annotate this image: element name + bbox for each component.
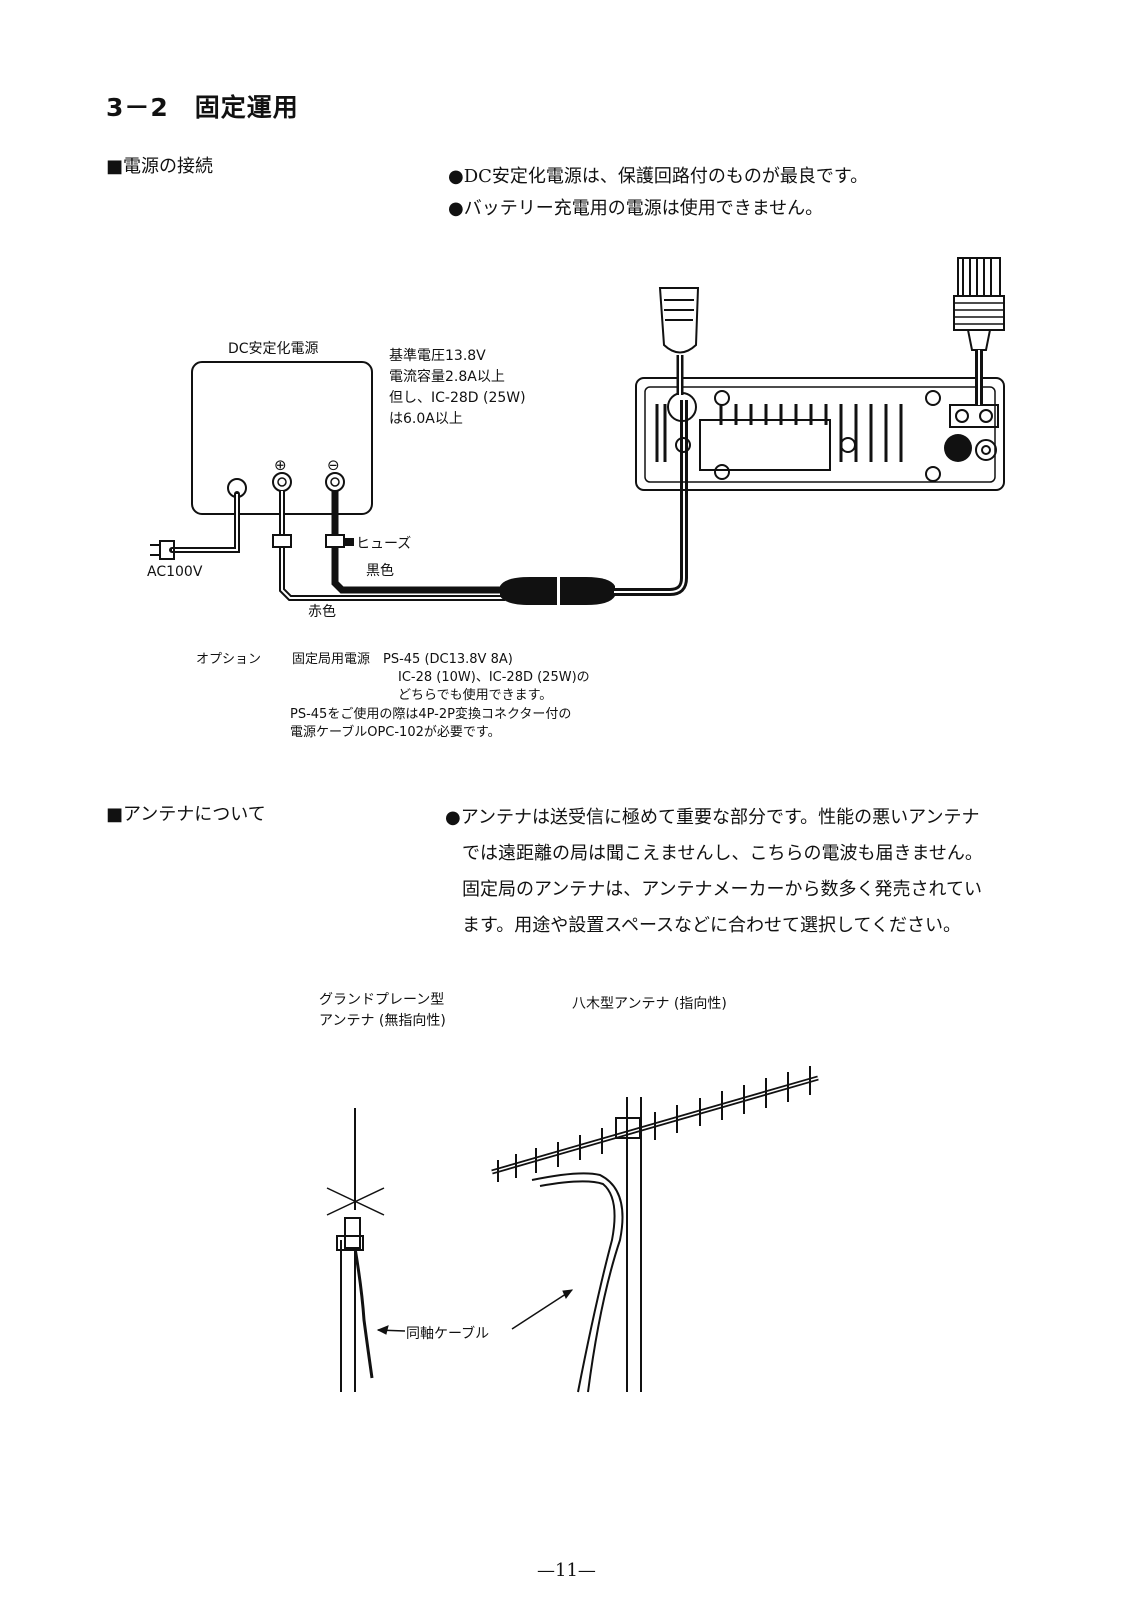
yagi-antenna — [376, 1066, 819, 1393]
antenna-section-label: ■アンテナについて — [106, 804, 266, 825]
antenna-line-1: ●アンテナは送受信に極めて重要な部分です。性能の悪いアンテナ — [445, 807, 980, 828]
red-wire-label: 赤色 — [308, 604, 336, 620]
gp-antenna-label-2: アンテナ (無指向性) — [319, 1013, 446, 1029]
dc-plug-icon — [658, 287, 700, 354]
option-line-4: PS-45をご使用の際は4P-2P変換コネクター付の — [290, 707, 572, 722]
antenna-paragraph: ●アンテナは送受信に極めて重要な部分です。性能の悪いアンテナ では遠距離の局は聞… — [445, 800, 983, 944]
spec-line-4: は6.0A以上 — [389, 411, 463, 427]
antenna-line-4: ます。用途や設置スペースなどに合わせて選択してください。 — [462, 915, 961, 936]
ac-plug-icon — [159, 540, 175, 560]
option-line-5: 電源ケーブルOPC-102が必要です。 — [290, 725, 501, 740]
fuse-plus — [272, 534, 292, 548]
power-note-2: ●バッテリー充電用の電源は使用できません。 — [448, 198, 824, 219]
power-section-label: ■電源の接続 — [106, 156, 214, 177]
coax-cable-label: 同軸ケーブル — [406, 1326, 490, 1342]
fuse-label: ヒューズ — [356, 536, 412, 552]
page-title: 3－2 固定運用 — [106, 93, 299, 122]
minus-symbol: ⊖ — [327, 456, 340, 474]
plus-symbol: ⊕ — [274, 456, 287, 474]
antenna-line-3: 固定局のアンテナは、アンテナメーカーから数多く発売されてい — [462, 879, 983, 900]
radio-rear-panel — [635, 377, 1005, 491]
psu-label: DC安定化電源 — [228, 341, 319, 357]
option-line-1: 固定局用電源 PS-45 (DC13.8V 8A) — [292, 652, 513, 667]
yagi-antenna-label: 八木型アンテナ (指向性) — [572, 996, 727, 1012]
option-line-2: IC-28 (10W)、IC-28D (25W)の — [398, 670, 590, 685]
power-note-1: ●DC安定化電源は、保護回路付のものが最良です。 — [448, 166, 869, 187]
option-label: オプション — [196, 652, 262, 667]
spec-line-3: 但し、IC-28D (25W) — [389, 390, 526, 406]
spec-line-1: 基準電圧13.8V — [389, 348, 486, 364]
antenna-line-2: では遠距離の局は聞こえませんし、こちらの電波も届きません。 — [462, 843, 983, 864]
power-connector — [500, 577, 557, 605]
ac-label: AC100V — [147, 564, 203, 580]
ground-plane-antenna — [326, 1108, 385, 1392]
option-line-3: どちらでも使用できます。 — [398, 688, 553, 703]
gp-antenna-label-1: グランドプレーン型 — [319, 992, 445, 1008]
spec-line-2: 電流容量2.8A以上 — [389, 369, 505, 385]
black-wire-label: 黒色 — [366, 563, 394, 579]
page-number: —11— — [537, 1560, 596, 1581]
